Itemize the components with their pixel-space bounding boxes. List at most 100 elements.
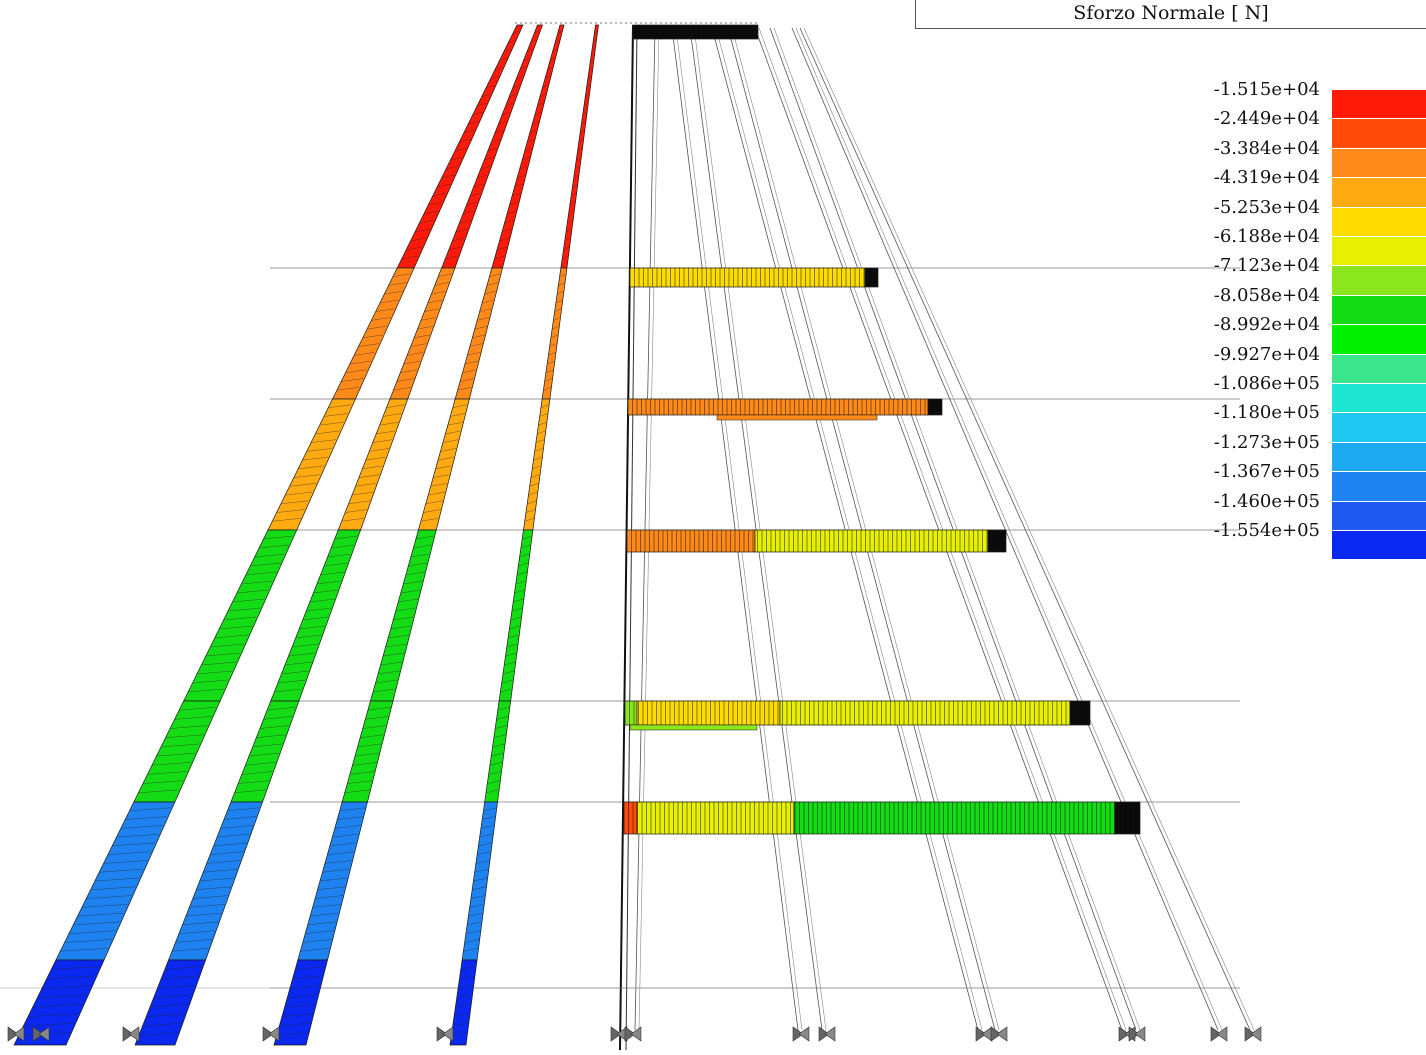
support-symbol [268, 1026, 280, 1042]
column-hatch [51, 966, 100, 970]
column-hatch [557, 30, 562, 35]
column-hatch [469, 904, 484, 908]
column-hatch [210, 643, 245, 648]
column-hatch [365, 716, 389, 720]
column-hatch [395, 607, 416, 612]
column-hatch [455, 1004, 471, 1008]
column-hatch [533, 456, 543, 461]
beam-segment [632, 24, 759, 40]
column-hatch [517, 174, 526, 179]
legend-swatch [1332, 266, 1426, 296]
column-segment [13, 959, 105, 1046]
column-hatch [312, 904, 341, 908]
column-hatch [574, 165, 580, 170]
support-symbol [32, 1026, 44, 1042]
column-hatch [558, 282, 565, 286]
column-hatch [178, 930, 216, 934]
support-symbol [798, 1026, 810, 1042]
column-hatch [46, 975, 96, 980]
column-hatch [433, 474, 450, 478]
column-hatch [319, 422, 344, 426]
column-hatch [201, 661, 237, 666]
column-hatch [440, 448, 457, 452]
column-hatch [420, 518, 439, 522]
column-hatch [525, 509, 536, 513]
column-hatch [174, 716, 212, 720]
support-symbol [624, 1026, 636, 1042]
column-hatch [450, 413, 466, 417]
legend-label: -6.188e+04 [1213, 226, 1320, 247]
column-segment [449, 959, 478, 1046]
column-hatch [497, 706, 510, 711]
column-hatch [60, 948, 109, 952]
column-hatch [543, 387, 552, 391]
legend-swatch [1332, 472, 1426, 502]
column-hatch [334, 825, 361, 829]
column-hatch [469, 192, 481, 197]
column-hatch [457, 387, 472, 391]
column-hatch [151, 762, 192, 766]
column-hatch [388, 282, 407, 286]
beam-segment [754, 529, 989, 553]
support-symbol [824, 1026, 836, 1042]
column-hatch [478, 842, 492, 847]
column-hatch [214, 634, 249, 639]
column-hatch [530, 474, 540, 478]
column-hatch [519, 553, 530, 558]
column-hatch [499, 57, 507, 62]
column-hatch [594, 30, 598, 35]
column-hatch [424, 308, 440, 312]
column-hatch [514, 183, 524, 188]
column-hatch [441, 174, 455, 179]
column-segment [341, 700, 394, 803]
column-hatch [405, 571, 425, 576]
column-hatch [539, 93, 546, 98]
column-hatch [112, 842, 156, 847]
column-hatch [68, 930, 116, 934]
column-hatch [188, 688, 225, 693]
support-symbol [981, 1026, 993, 1042]
column-hatch [568, 210, 575, 215]
column-hatch [463, 948, 479, 952]
column-hatch [327, 851, 355, 855]
column-hatch [245, 762, 276, 766]
column-hatch [549, 343, 557, 347]
column-hatch [491, 138, 501, 143]
column-hatch [508, 634, 519, 639]
column-hatch [372, 439, 393, 443]
column-hatch [403, 360, 421, 365]
column-line [671, 27, 799, 1031]
column-hatch [501, 111, 511, 116]
support-symbol [128, 1026, 140, 1042]
legend-swatch [1332, 413, 1426, 443]
column-segment [230, 700, 300, 803]
column-hatch [189, 904, 225, 908]
column-line [634, 27, 656, 1031]
column-hatch [519, 165, 528, 170]
support-symbol [975, 1026, 987, 1042]
legend-label: -1.460e+05 [1213, 490, 1320, 512]
central-column [619, 24, 634, 1051]
beam-segment [629, 724, 758, 731]
column-hatch [423, 509, 441, 513]
beam-segment [626, 529, 756, 553]
column-hatch [489, 762, 503, 766]
column-hatch [149, 1004, 189, 1008]
column-hatch [571, 192, 577, 197]
support-symbol [13, 1026, 25, 1042]
legend-entry: -1.367e+05 [1190, 460, 1426, 489]
column-hatch [116, 833, 160, 838]
column-hatch [447, 422, 463, 426]
column-hatch [509, 201, 519, 206]
column-hatch [428, 201, 443, 206]
column-hatch [358, 343, 379, 347]
column-hatch [582, 111, 587, 116]
column-hatch [329, 842, 357, 847]
column-hatch [341, 518, 364, 522]
column-hatch [466, 201, 478, 206]
column-hatch [302, 939, 332, 943]
legend-entry: -4.319e+04 [1190, 166, 1426, 195]
column-hatch [524, 147, 533, 152]
column-hatch [298, 465, 325, 470]
column-hatch [309, 598, 335, 603]
